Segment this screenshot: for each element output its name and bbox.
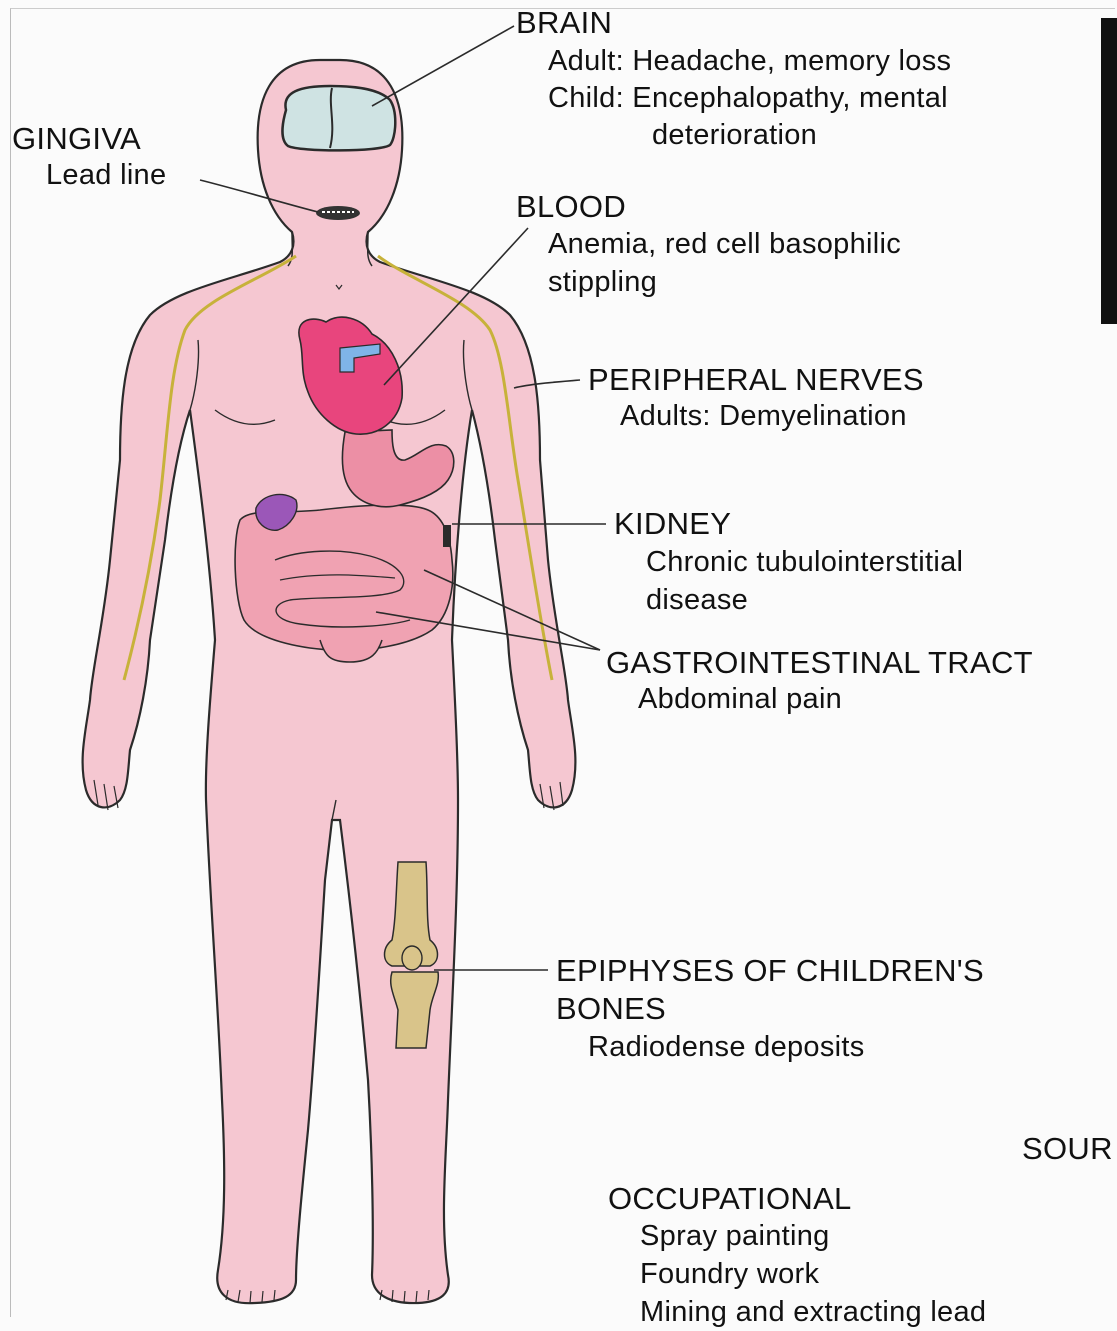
- blood-text: Anemia, red cell basophilic: [548, 226, 901, 263]
- bones-title: EPIPHYSES OF CHILDREN'S: [556, 952, 984, 989]
- occupational-item: Spray painting: [640, 1218, 830, 1255]
- occupational-item: Mining and extracting lead: [640, 1294, 986, 1331]
- brain-child-text: Child: Encephalopathy, mental: [548, 80, 948, 117]
- brain-title: BRAIN: [516, 4, 612, 41]
- occupational-title: OCCUPATIONAL: [608, 1180, 852, 1217]
- gi-text: Abdominal pain: [638, 681, 842, 718]
- occupational-item: Foundry work: [640, 1256, 819, 1293]
- kidney-marker: [443, 525, 451, 547]
- bones-text: Radiodense deposits: [588, 1029, 865, 1066]
- kidney-title: KIDNEY: [614, 505, 731, 542]
- patella: [402, 946, 422, 970]
- body-outline: [83, 60, 576, 1303]
- nerves-text: Adults: Demyelination: [620, 398, 907, 435]
- gi-title: GASTROINTESTINAL TRACT: [606, 644, 1033, 681]
- edge-bar: [1101, 18, 1117, 324]
- brain-adult-text: Adult: Headache, memory loss: [548, 43, 951, 80]
- gingiva-title: GINGIVA: [12, 120, 141, 157]
- kidney-text-2: disease: [646, 582, 748, 619]
- leader-brain: [372, 26, 514, 106]
- brain-shape: [283, 86, 396, 150]
- blood-title: BLOOD: [516, 188, 626, 225]
- nerves-title: PERIPHERAL NERVES: [588, 361, 924, 398]
- gingiva-text: Lead line: [46, 157, 166, 194]
- kidney-text: Chronic tubulointerstitial: [646, 544, 963, 581]
- bones-title-2: BONES: [556, 990, 666, 1027]
- brain-child-text-2: deterioration: [652, 117, 817, 154]
- sources-title: SOUR: [1022, 1130, 1113, 1167]
- blood-text-2: stippling: [548, 264, 657, 301]
